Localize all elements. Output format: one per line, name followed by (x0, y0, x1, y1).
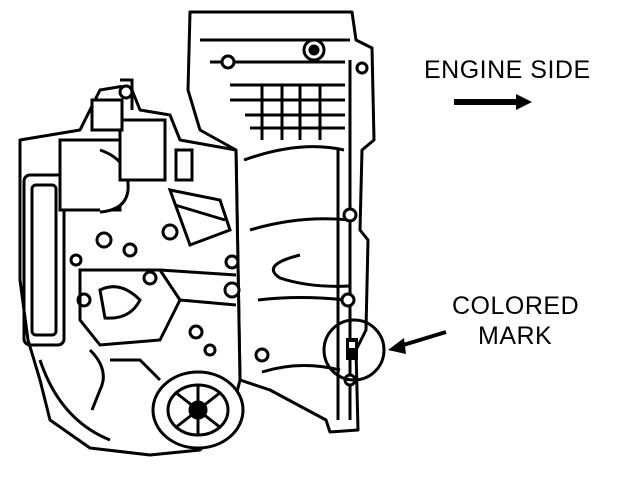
colored-mark-arrow (388, 330, 447, 354)
flange-bolts (220, 38, 369, 387)
housing-ribs (200, 38, 352, 420)
engine-side-arrow (454, 94, 532, 110)
linkage-bracket (78, 268, 237, 411)
colored-mark-highlight (322, 318, 386, 382)
differential-flange (151, 370, 245, 450)
engine-side-label: ENGINE SIDE (424, 56, 591, 84)
case-fittings (69, 223, 241, 357)
colored-mark-label-line1: COLORED (452, 292, 580, 320)
side-cover (22, 173, 111, 442)
valve-body (58, 78, 232, 247)
colored-mark-label-line2: MARK (478, 322, 553, 350)
colored-mark-spot (346, 338, 358, 360)
